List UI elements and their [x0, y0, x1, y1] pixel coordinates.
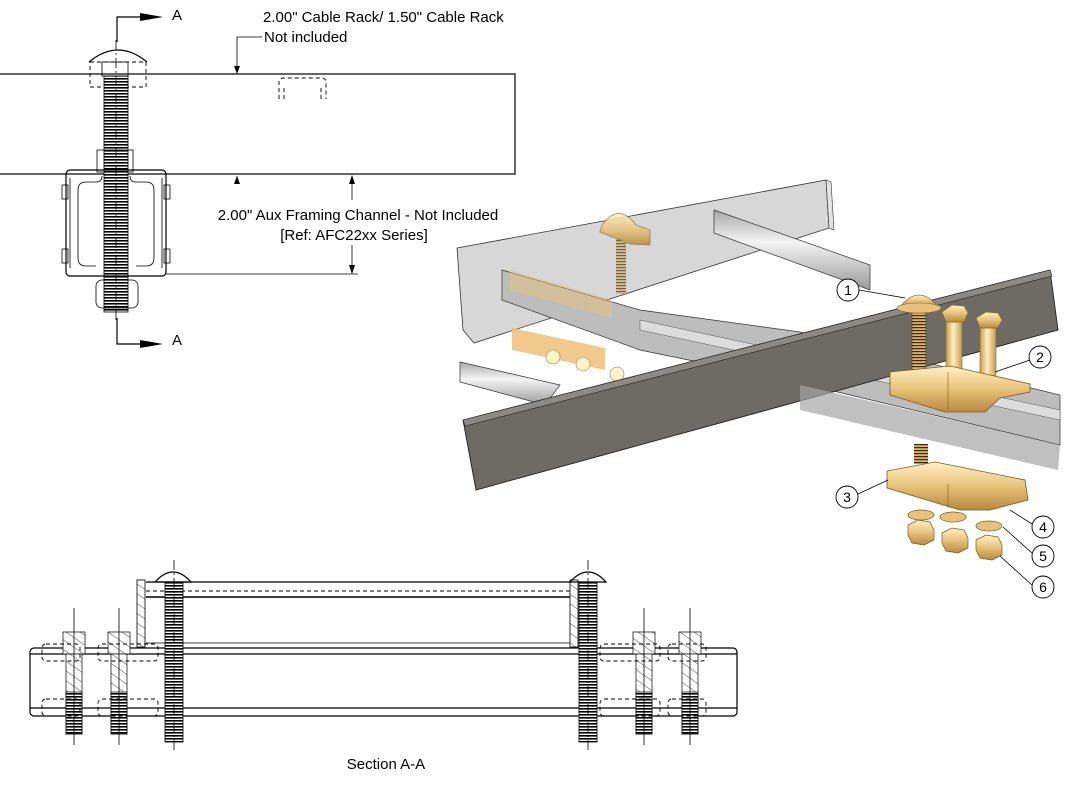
cable-rack-note: Not included: [264, 29, 347, 46]
svg-text:3: 3: [843, 489, 851, 505]
bottom-nut: [95, 279, 139, 309]
isometric-view: 1 2 3 4 5 6: [456, 179, 1061, 599]
rung-upper: [713, 209, 871, 291]
callout-3: 3: [835, 479, 889, 509]
top-clamp: [889, 365, 1031, 413]
aux-channel-label: 2.00" Aux Framing Channel - Not Included: [218, 207, 498, 224]
rung-lower: [459, 361, 561, 406]
section-hex-bolts: [41, 608, 707, 745]
end-view: A A: [0, 7, 516, 349]
section-carriage-bolt-right: [568, 560, 608, 752]
bottom-clamp: [886, 461, 1029, 511]
aux-channel-dimension: [166, 175, 358, 275]
svg-text:4: 4: [1039, 519, 1047, 535]
cable-rack-rail: [0, 73, 516, 175]
rung-hidden-outline: [278, 77, 327, 99]
hex-nut: [907, 519, 935, 546]
callout-5: 5: [1002, 526, 1055, 568]
svg-text:1: 1: [844, 282, 852, 298]
aux-framing-channel: [61, 149, 171, 277]
svg-text:6: 6: [1039, 579, 1047, 595]
section-letter-top: A: [172, 7, 182, 24]
cable-rack-label: 2.00" Cable Rack/ 1.50" Cable Rack: [263, 9, 504, 26]
callout-6: 6: [999, 555, 1055, 599]
svg-text:5: 5: [1039, 548, 1047, 564]
svg-text:2: 2: [1036, 349, 1044, 365]
section-marker-bottom: A: [116, 318, 182, 349]
bolt-head: [88, 49, 148, 63]
callout-4: 4: [1009, 509, 1055, 539]
section-view: Section A-A: [29, 560, 738, 773]
callout-1: 1: [836, 278, 906, 302]
aux-channel-ref: [Ref: AFC22xx Series]: [280, 227, 428, 244]
hardware-assembly: [886, 294, 1031, 561]
section-carriage-bolt-left: [153, 560, 193, 752]
washer: [907, 509, 935, 521]
ghost-clamp-left: [510, 213, 651, 382]
cable-rack-leader: [234, 36, 262, 184]
section-title: Section A-A: [347, 756, 425, 773]
callout-2: 2: [994, 345, 1052, 373]
section-marker-top: A: [116, 7, 182, 42]
section-letter-bottom: A: [172, 332, 182, 349]
